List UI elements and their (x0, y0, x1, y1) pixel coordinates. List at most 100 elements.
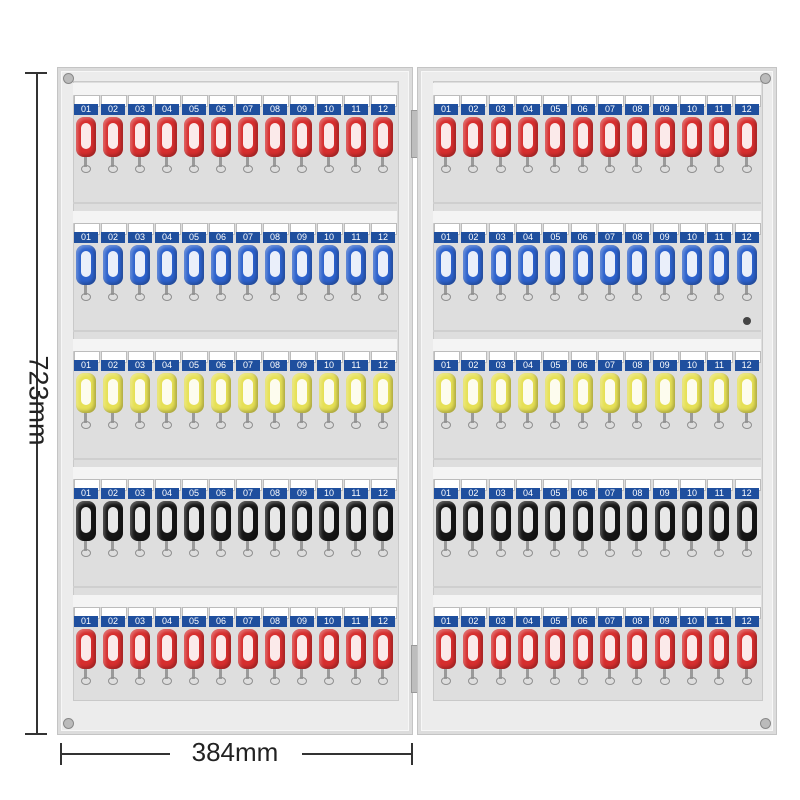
key-slot[interactable]: 12 (734, 467, 762, 577)
key-slot[interactable]: 01 (73, 467, 101, 577)
key-slot[interactable]: 12 (370, 595, 398, 705)
key-slot[interactable]: 12 (734, 595, 762, 705)
key-slot[interactable]: 09 (652, 339, 680, 449)
key-tag-icon[interactable] (76, 117, 96, 157)
key-slot[interactable]: 07 (597, 83, 625, 193)
key-tag-icon[interactable] (238, 629, 258, 669)
key-slot[interactable]: 09 (652, 467, 680, 577)
key-slot[interactable]: 09 (652, 595, 680, 705)
key-tag-icon[interactable] (436, 373, 456, 413)
key-slot[interactable]: 01 (73, 83, 101, 193)
key-slot[interactable]: 09 (652, 211, 680, 321)
key-tag-icon[interactable] (211, 629, 231, 669)
key-tag-icon[interactable] (682, 245, 702, 285)
key-tag-icon[interactable] (518, 629, 538, 669)
key-slot[interactable]: 09 (652, 83, 680, 193)
key-slot[interactable]: 06 (208, 339, 236, 449)
key-slot[interactable]: 05 (181, 467, 209, 577)
key-tag-icon[interactable] (238, 373, 258, 413)
key-tag-icon[interactable] (436, 117, 456, 157)
key-slot[interactable]: 01 (433, 339, 461, 449)
key-slot[interactable]: 03 (488, 211, 516, 321)
key-slot[interactable]: 10 (679, 467, 707, 577)
key-slot[interactable]: 11 (343, 595, 371, 705)
key-tag-icon[interactable] (76, 629, 96, 669)
key-slot[interactable]: 12 (370, 83, 398, 193)
key-slot[interactable]: 07 (597, 467, 625, 577)
key-tag-icon[interactable] (184, 629, 204, 669)
key-tag-icon[interactable] (600, 373, 620, 413)
key-slot[interactable]: 10 (679, 595, 707, 705)
key-slot[interactable]: 08 (262, 211, 290, 321)
key-tag-icon[interactable] (319, 117, 339, 157)
key-tag-icon[interactable] (545, 373, 566, 413)
key-tag-icon[interactable] (103, 501, 123, 541)
key-tag-icon[interactable] (103, 245, 123, 285)
key-tag-icon[interactable] (627, 245, 648, 285)
key-slot[interactable]: 07 (235, 339, 263, 449)
key-tag-icon[interactable] (292, 501, 312, 541)
key-slot[interactable]: 01 (73, 595, 101, 705)
key-tag-icon[interactable] (265, 501, 285, 541)
key-slot[interactable]: 12 (734, 83, 762, 193)
key-slot[interactable]: 08 (624, 339, 652, 449)
key-slot[interactable]: 01 (433, 83, 461, 193)
key-tag-icon[interactable] (373, 117, 393, 157)
key-tag-icon[interactable] (518, 373, 538, 413)
key-slot[interactable]: 06 (570, 467, 598, 577)
key-tag-icon[interactable] (572, 501, 593, 541)
key-slot[interactable]: 08 (262, 467, 290, 577)
key-slot[interactable]: 12 (370, 211, 398, 321)
key-tag-icon[interactable] (157, 245, 177, 285)
key-slot[interactable]: 10 (316, 467, 344, 577)
key-slot[interactable]: 01 (433, 595, 461, 705)
key-tag-icon[interactable] (319, 245, 339, 285)
key-slot[interactable]: 11 (343, 339, 371, 449)
key-slot[interactable]: 06 (208, 211, 236, 321)
key-tag-icon[interactable] (709, 245, 730, 285)
key-slot[interactable]: 12 (734, 339, 762, 449)
key-tag-icon[interactable] (130, 373, 150, 413)
key-slot[interactable]: 08 (624, 595, 652, 705)
key-tag-icon[interactable] (600, 245, 620, 285)
key-slot[interactable]: 11 (706, 83, 734, 193)
key-tag-icon[interactable] (709, 501, 730, 541)
key-slot[interactable]: 04 (154, 467, 182, 577)
key-tag-icon[interactable] (103, 117, 123, 157)
key-tag-icon[interactable] (709, 629, 730, 669)
key-tag-icon[interactable] (265, 373, 285, 413)
key-tag-icon[interactable] (518, 117, 538, 157)
key-tag-icon[interactable] (238, 245, 258, 285)
key-tag-icon[interactable] (682, 629, 702, 669)
key-slot[interactable]: 03 (488, 595, 516, 705)
key-tag-icon[interactable] (265, 117, 285, 157)
key-tag-icon[interactable] (157, 117, 177, 157)
key-tag-icon[interactable] (130, 117, 150, 157)
key-slot[interactable]: 10 (316, 211, 344, 321)
key-slot[interactable]: 11 (706, 339, 734, 449)
key-tag-icon[interactable] (545, 245, 566, 285)
key-slot[interactable]: 10 (679, 211, 707, 321)
key-tag-icon[interactable] (76, 245, 96, 285)
key-slot[interactable]: 09 (289, 83, 317, 193)
key-slot[interactable]: 04 (515, 211, 543, 321)
key-slot[interactable]: 12 (734, 211, 762, 321)
key-slot[interactable]: 05 (181, 339, 209, 449)
key-tag-icon[interactable] (463, 501, 484, 541)
key-slot[interactable]: 07 (597, 339, 625, 449)
key-slot[interactable]: 07 (235, 211, 263, 321)
key-tag-icon[interactable] (292, 629, 312, 669)
key-slot[interactable]: 07 (235, 467, 263, 577)
key-tag-icon[interactable] (319, 629, 339, 669)
key-tag-icon[interactable] (627, 373, 648, 413)
key-slot[interactable]: 02 (460, 83, 488, 193)
key-slot[interactable]: 06 (570, 211, 598, 321)
key-slot[interactable]: 03 (127, 211, 155, 321)
key-tag-icon[interactable] (346, 245, 366, 285)
key-tag-icon[interactable] (627, 501, 648, 541)
key-tag-icon[interactable] (654, 117, 675, 157)
key-slot[interactable]: 06 (208, 467, 236, 577)
key-slot[interactable]: 09 (289, 211, 317, 321)
key-slot[interactable]: 01 (73, 339, 101, 449)
key-tag-icon[interactable] (184, 501, 204, 541)
